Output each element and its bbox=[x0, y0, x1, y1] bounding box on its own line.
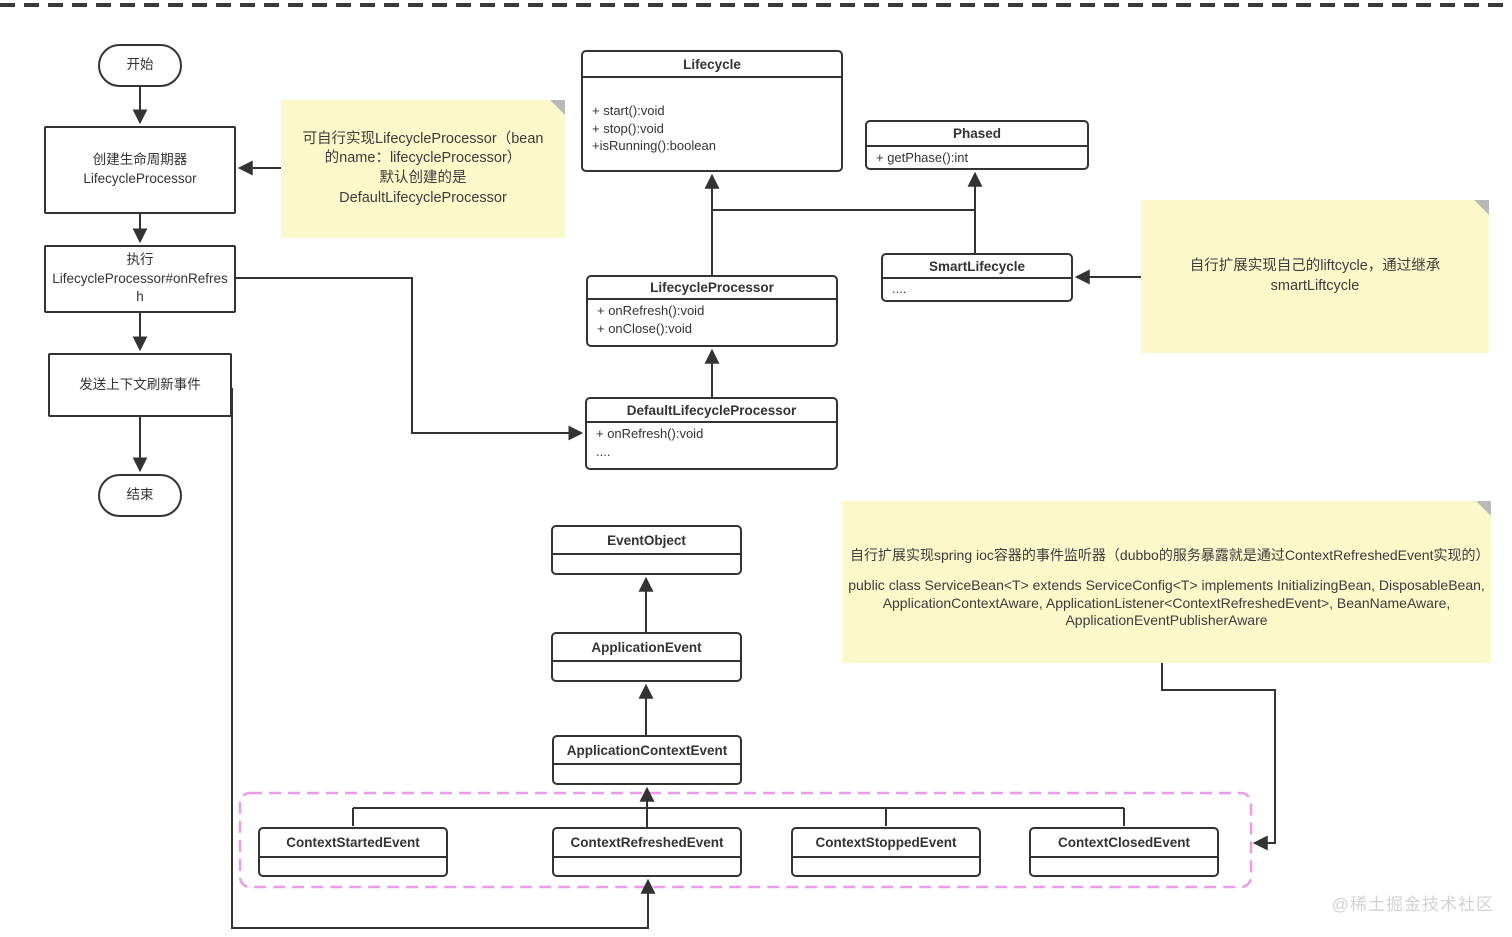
class-applicationcontextevent: ApplicationContextEvent bbox=[552, 735, 742, 785]
flow-start-label: 开始 bbox=[126, 57, 154, 73]
class-eventobject: EventObject bbox=[551, 525, 742, 575]
flow-publish-node: 发送上下文刷新事件 bbox=[48, 353, 232, 417]
class-contextstoppedevent: ContextStoppedEvent bbox=[791, 827, 981, 877]
note-fold-icon bbox=[1474, 200, 1489, 215]
note-event-listener: 自行扩展实现spring ioc容器的事件监听器（dubbo的服务暴露就是通过C… bbox=[842, 501, 1491, 663]
flow-end-label: 结束 bbox=[126, 487, 154, 503]
class-applicationevent-title: ApplicationEvent bbox=[553, 634, 740, 662]
class-member: .... bbox=[596, 443, 611, 459]
note-lifecycleprocessor: 可自行实现LifecycleProcessor（bean 的name：lifec… bbox=[281, 100, 565, 238]
class-contextstartedevent: ContextStartedEvent bbox=[258, 827, 448, 877]
class-lifecycle-title: Lifecycle bbox=[583, 52, 841, 78]
class-smartlifecycle: SmartLifecycle .... bbox=[881, 253, 1073, 302]
note-smartlifecycle-text: 自行扩展实现自己的liftcycle，通过继承smartLiftcycle bbox=[1189, 257, 1441, 294]
class-member: +isRunning():boolean bbox=[592, 138, 716, 154]
note-fold-icon bbox=[550, 100, 565, 115]
note-fold-icon bbox=[1476, 501, 1491, 516]
class-lifecycleprocessor: LifecycleProcessor + onRefresh():void + … bbox=[586, 275, 838, 347]
flow-publish-label: 发送上下文刷新事件 bbox=[79, 376, 201, 392]
flow-create-node: 创建生命周期器 LifecycleProcessor bbox=[44, 126, 236, 214]
flow-create-label: 创建生命周期器 LifecycleProcessor bbox=[83, 152, 197, 186]
watermark: @稀土掘金技术社区 bbox=[1331, 895, 1494, 914]
class-member: + getPhase():int bbox=[876, 150, 969, 165]
flow-execute-label: 执行 LifecycleProcessor#onRefresh bbox=[52, 251, 228, 305]
note-event-listener-code: public class ServiceBean<T> extends Serv… bbox=[848, 577, 1485, 628]
class-phased-title: Phased bbox=[867, 122, 1087, 147]
class-contextclosedevent: ContextClosedEvent bbox=[1029, 827, 1219, 877]
class-member: + onRefresh():void bbox=[596, 426, 704, 441]
class-contextclosedevent-title: ContextClosedEvent bbox=[1031, 829, 1217, 858]
class-member: + start():void bbox=[592, 103, 665, 118]
class-contextrefreshedevent: ContextRefreshedEvent bbox=[552, 827, 742, 877]
note-event-listener-text: 自行扩展实现spring ioc容器的事件监听器（dubbo的服务暴露就是通过C… bbox=[850, 547, 1490, 563]
class-lifecycleprocessor-title: LifecycleProcessor bbox=[588, 277, 836, 300]
flow-start-node: 开始 bbox=[98, 44, 182, 87]
note-lifecycleprocessor-text: 可自行实现LifecycleProcessor（bean 的name：lifec… bbox=[302, 130, 544, 206]
class-member: .... bbox=[892, 281, 907, 296]
class-contextstoppedevent-title: ContextStoppedEvent bbox=[793, 829, 979, 858]
class-contextstartedevent-title: ContextStartedEvent bbox=[260, 829, 446, 858]
class-member: + stop():void bbox=[592, 120, 664, 136]
class-phased: Phased + getPhase():int bbox=[865, 120, 1089, 170]
class-defaultlifecycleprocessor: DefaultLifecycleProcessor + onRefresh():… bbox=[585, 397, 838, 470]
connector-execute-dlp bbox=[236, 277, 584, 441]
connector-note-eventgroup bbox=[1161, 663, 1276, 851]
flow-execute-node: 执行 LifecycleProcessor#onRefresh bbox=[44, 245, 236, 313]
class-eventobject-title: EventObject bbox=[553, 527, 740, 555]
class-member: + onClose():void bbox=[597, 320, 693, 336]
note-smartlifecycle: 自行扩展实现自己的liftcycle，通过继承smartLiftcycle bbox=[1141, 200, 1489, 353]
class-contextrefreshedevent-title: ContextRefreshedEvent bbox=[554, 829, 740, 858]
class-member: + onRefresh():void bbox=[597, 303, 705, 318]
class-lifecycle: Lifecycle + start():void + stop():void +… bbox=[581, 50, 843, 172]
class-smartlifecycle-title: SmartLifecycle bbox=[883, 255, 1071, 279]
flow-end-node: 结束 bbox=[98, 474, 182, 517]
class-applicationcontextevent-title: ApplicationContextEvent bbox=[554, 737, 740, 765]
class-defaultlifecycleprocessor-title: DefaultLifecycleProcessor bbox=[587, 399, 836, 423]
class-applicationevent: ApplicationEvent bbox=[551, 632, 742, 682]
